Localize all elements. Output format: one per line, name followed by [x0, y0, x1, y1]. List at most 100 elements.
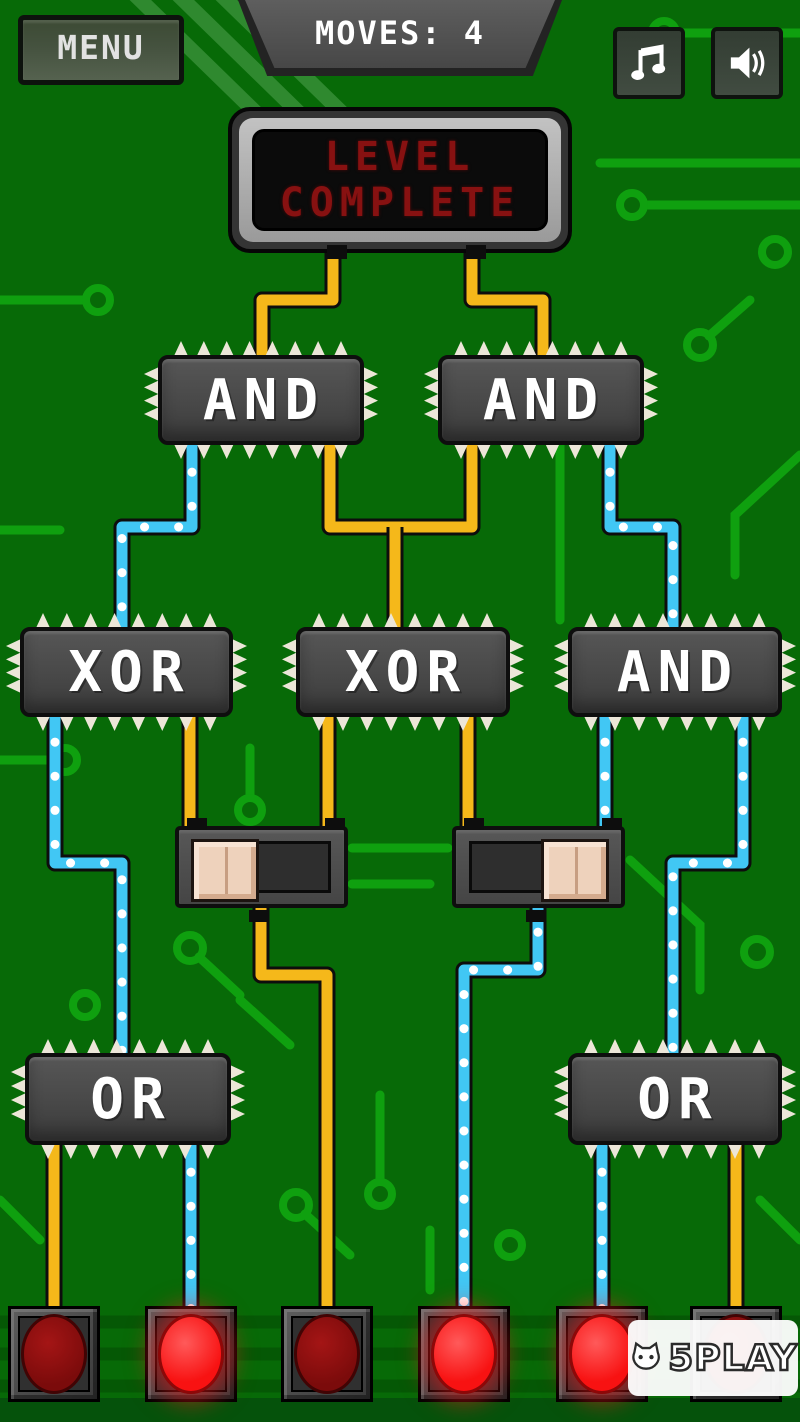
chip-pin: [781, 665, 796, 680]
gate-chip-or: OR: [10, 1038, 246, 1160]
chip-pin: [424, 393, 439, 408]
chip-pin: [424, 380, 439, 395]
chip-pin: [476, 341, 491, 356]
chip-pin: [432, 716, 446, 731]
chip-pin: [311, 444, 326, 459]
chip-pin: [363, 393, 378, 408]
chip-pin: [704, 1144, 718, 1159]
chip-pin: [11, 1065, 26, 1079]
input-button-on[interactable]: [145, 1306, 237, 1402]
input-button-on[interactable]: [418, 1306, 510, 1402]
chip-pin: [232, 639, 247, 653]
gate-chip-or: OR: [553, 1038, 797, 1160]
chip-pin: [174, 341, 188, 356]
chip-pin: [384, 613, 398, 628]
chip-pin: [288, 444, 303, 459]
switch-knob[interactable]: [191, 839, 259, 902]
chip-pin: [219, 444, 234, 459]
chip-pin: [656, 1144, 670, 1159]
chip-pin: [242, 341, 257, 356]
chip-pin: [144, 380, 159, 395]
chip-pin: [109, 1039, 124, 1054]
chip-pin: [728, 1039, 742, 1054]
chip-pin: [643, 393, 658, 408]
switch-pin: [325, 818, 345, 830]
chip-pin: [554, 1065, 569, 1079]
chip-pin: [680, 613, 694, 628]
chip-pin: [363, 407, 378, 421]
chip-pin: [107, 613, 122, 628]
chip-pin: [408, 613, 422, 628]
toggle-switch-left[interactable]: [175, 818, 348, 922]
chip-pin: [334, 444, 348, 459]
chip-pin: [155, 1144, 170, 1159]
chip-pin: [63, 1039, 78, 1054]
chip-pin: [568, 341, 583, 356]
gate-label: XOR: [68, 639, 191, 705]
chip-pin: [11, 1093, 26, 1107]
wire-unpowered: [113, 438, 201, 640]
chip-pin: [752, 716, 766, 731]
gate-chip-xor: XOR: [5, 612, 248, 732]
gate-chip-and: AND: [423, 340, 659, 460]
chip-pin: [554, 1079, 569, 1093]
chip-pin: [132, 1039, 147, 1054]
chip-body: AND: [438, 355, 644, 445]
chip-pin: [554, 652, 569, 667]
switch-knob[interactable]: [541, 839, 609, 902]
chip-pin: [282, 639, 297, 653]
display-line-1: LEVEL: [324, 134, 476, 180]
sound-toggle-button[interactable]: [711, 27, 783, 99]
chip-pin: [363, 367, 378, 381]
input-button-on[interactable]: [556, 1306, 648, 1402]
gate-chip-and: AND: [143, 340, 379, 460]
gate-label: AND: [482, 367, 606, 433]
gate-label: AND: [202, 367, 326, 433]
chip-pin: [752, 1039, 766, 1054]
chip-pin: [614, 341, 628, 356]
chip-pin: [781, 1065, 796, 1079]
music-note-icon: [631, 44, 666, 80]
chip-pin: [144, 393, 159, 408]
toggle-switch-right[interactable]: [452, 818, 625, 922]
lamp-off: [21, 1314, 87, 1394]
chip-pin: [230, 1107, 245, 1121]
input-button-off[interactable]: [281, 1306, 373, 1402]
wire-unpowered: [604, 438, 679, 640]
chip-pin: [608, 716, 622, 731]
input-button-off[interactable]: [8, 1306, 100, 1402]
chip-pin: [509, 639, 524, 653]
chip-pin: [232, 665, 247, 680]
music-toggle-button[interactable]: [613, 27, 685, 99]
wire-powered: [256, 246, 339, 368]
wire-unpowered: [455, 898, 547, 1316]
moves-banner: MOVES: 4: [238, 0, 562, 76]
chip-pin: [282, 665, 297, 680]
chip-pin: [680, 1039, 694, 1054]
chip-body: AND: [568, 627, 782, 717]
menu-button[interactable]: MENU: [18, 15, 184, 85]
chip-pin: [201, 1144, 215, 1159]
display-output-pin: [327, 245, 347, 259]
chip-pin: [6, 665, 21, 680]
chip-pin: [454, 341, 468, 356]
cat-logo-icon: [632, 1341, 660, 1370]
chip-pin: [131, 613, 146, 628]
chip-pin: [781, 679, 796, 693]
chip-pin: [781, 639, 796, 653]
chip-pin: [728, 716, 742, 731]
wire-unpowered: [601, 438, 682, 640]
chip-pin: [312, 716, 326, 731]
chip-pin: [107, 716, 122, 731]
chip-body: XOR: [296, 627, 510, 717]
chip-pin: [424, 367, 439, 381]
chip-pin: [311, 341, 326, 356]
chip-pin: [643, 380, 658, 395]
switch-pin: [464, 818, 484, 830]
chip-pin: [781, 1079, 796, 1093]
chip-pin: [704, 613, 718, 628]
display-line-2: COMPLETE: [279, 180, 521, 226]
chip-pin: [41, 1039, 55, 1054]
wire-unpowered: [668, 703, 748, 1067]
chip-pin: [174, 444, 188, 459]
